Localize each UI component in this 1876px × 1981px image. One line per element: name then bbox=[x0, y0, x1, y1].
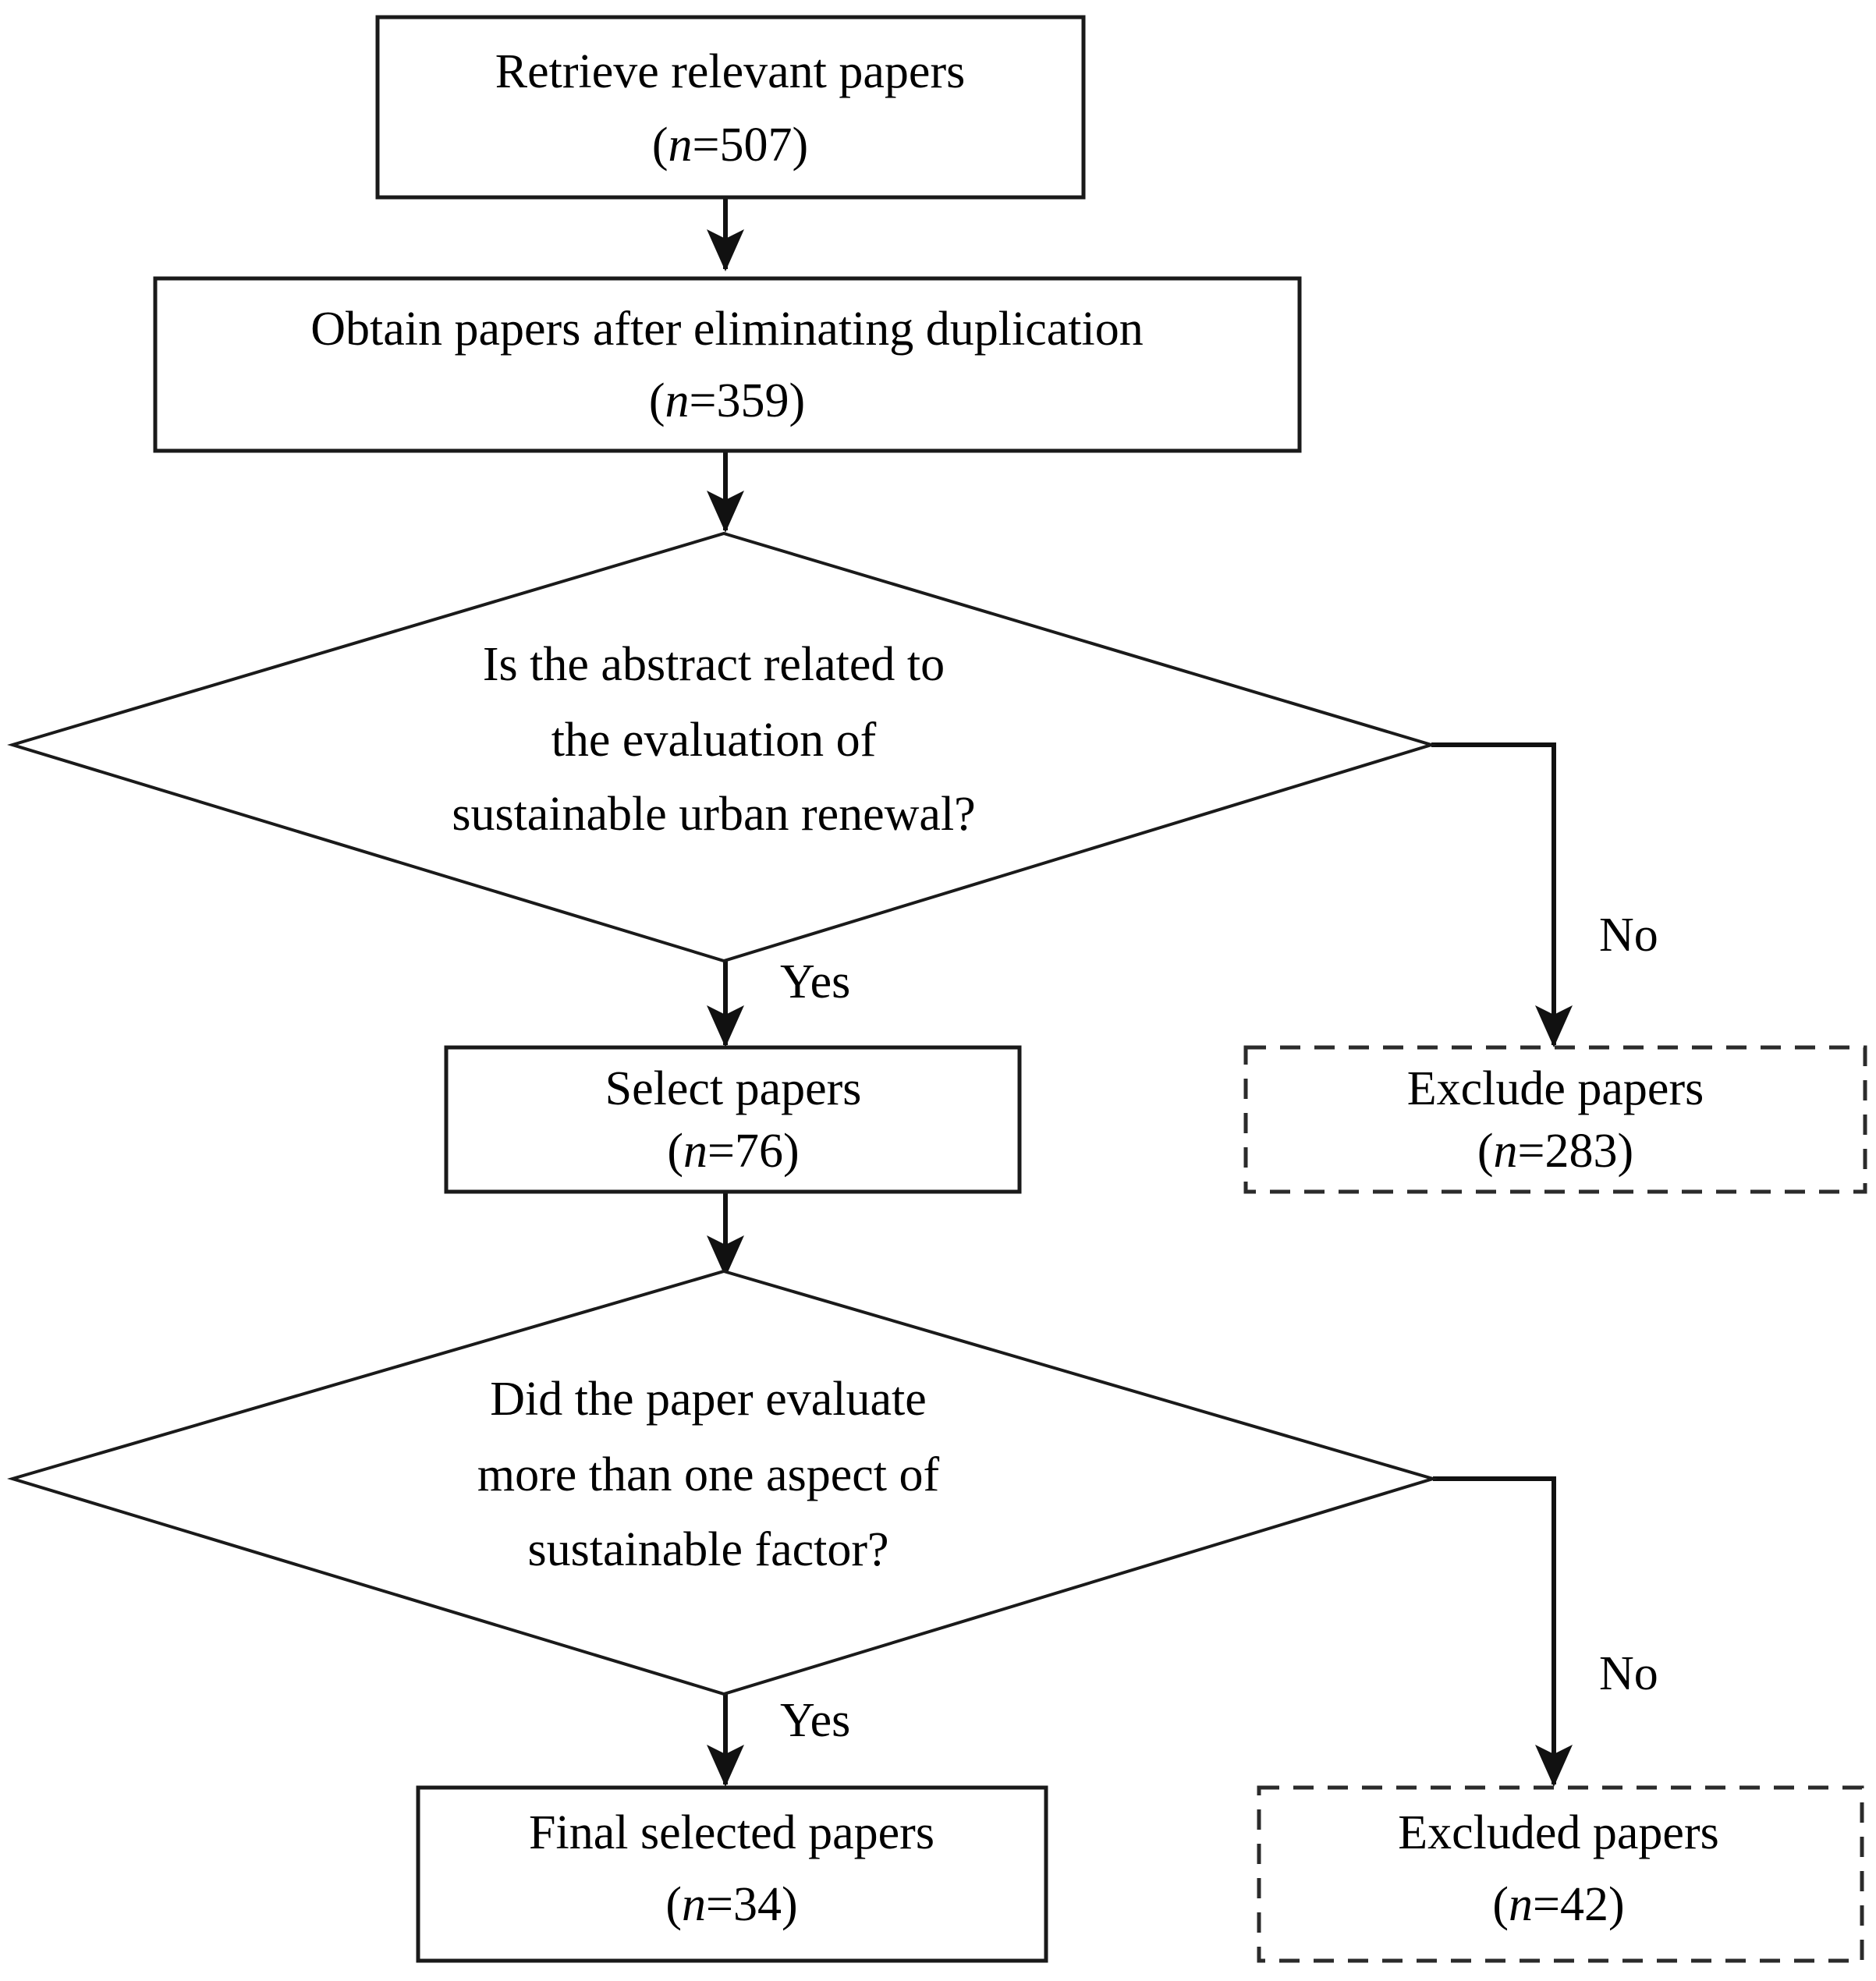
node-exclude-count: (n=283) bbox=[1477, 1125, 1633, 1178]
connectors bbox=[707, 197, 1573, 1787]
node-dedupe-shape bbox=[153, 276, 1302, 453]
node-decision-aspects-shape bbox=[6, 1269, 1439, 1696]
node-excluded-line1: Excluded papers bbox=[1398, 1806, 1718, 1859]
node-excluded-papers[interactable]: Excluded papers (n=42) bbox=[1257, 1785, 1864, 1963]
edge-label-aspects-yes: Yes bbox=[780, 1694, 850, 1747]
node-decision-aspects-line3: sustainable factor? bbox=[527, 1523, 888, 1576]
node-select-papers[interactable]: Select papers (n=76) bbox=[444, 1045, 1022, 1194]
node-select-shape bbox=[444, 1045, 1022, 1194]
edge-label-aspects-no: No bbox=[1599, 1647, 1658, 1700]
node-decision-abstract-related[interactable]: Is the abstract related to the evaluatio… bbox=[7, 531, 1437, 963]
node-decision-abstract-shape bbox=[7, 531, 1437, 963]
node-dedupe-line1: Obtain papers after eliminating duplicat… bbox=[310, 303, 1143, 356]
node-final-count: (n=34) bbox=[665, 1878, 797, 1931]
edge-label-abstract-no: No bbox=[1599, 909, 1658, 962]
node-excluded-shape bbox=[1257, 1785, 1864, 1963]
node-final-line1: Final selected papers bbox=[529, 1806, 934, 1859]
node-select-count: (n=76) bbox=[667, 1125, 799, 1178]
node-exclude-shape bbox=[1243, 1045, 1867, 1194]
node-exclude-papers[interactable]: Exclude papers (n=283) bbox=[1243, 1045, 1867, 1194]
node-decision-multiple-aspects[interactable]: Did the paper evaluate more than one asp… bbox=[6, 1269, 1439, 1696]
node-select-line1: Select papers bbox=[605, 1062, 862, 1115]
node-exclude-line1: Exclude papers bbox=[1407, 1062, 1704, 1115]
node-decision-abstract-line3: sustainable urban renewal? bbox=[452, 788, 975, 841]
node-final-shape bbox=[416, 1785, 1048, 1963]
node-decision-abstract-line1: Is the abstract related to bbox=[483, 638, 945, 691]
node-retrieve-line1: Retrieve relevant papers bbox=[495, 45, 965, 98]
node-decision-aspects-line1: Did the paper evaluate bbox=[490, 1373, 926, 1426]
edge-label-abstract-yes: Yes bbox=[780, 955, 850, 1008]
node-retrieve-count: (n=507) bbox=[652, 119, 808, 172]
node-excluded-count: (n=42) bbox=[1492, 1878, 1624, 1931]
node-obtain-papers-after-dedup[interactable]: Obtain papers after eliminating duplicat… bbox=[153, 276, 1302, 453]
node-final-selected-papers[interactable]: Final selected papers (n=34) bbox=[416, 1785, 1048, 1963]
edge-decision-aspects-no bbox=[1433, 1476, 1573, 1787]
node-retrieve-relevant-papers[interactable]: Retrieve relevant papers (n=507) bbox=[375, 15, 1086, 200]
node-decision-abstract-line2: the evaluation of bbox=[551, 714, 877, 767]
edge-decision-abstract-no bbox=[1431, 742, 1573, 1047]
node-decision-aspects-line2: more than one aspect of bbox=[477, 1448, 940, 1501]
node-dedupe-count: (n=359) bbox=[649, 374, 805, 427]
node-retrieve-shape bbox=[375, 15, 1086, 200]
